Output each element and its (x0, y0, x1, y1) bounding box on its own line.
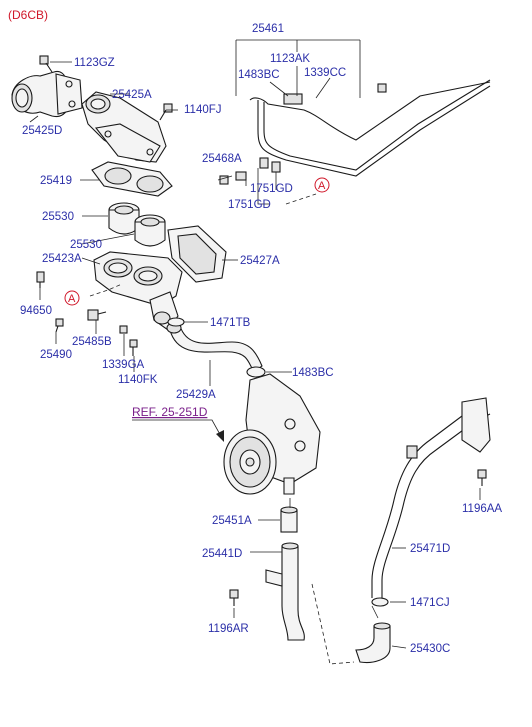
outlet-elbow-part (11, 70, 83, 118)
hose-25430c-part (355, 622, 391, 664)
label-1483bc: 1483BC (292, 367, 334, 379)
label-25471d: 25471D (410, 543, 450, 555)
label-25461: 25461 (252, 23, 284, 35)
pipe-25441d-part (265, 542, 305, 641)
label-25430c: 25430C (410, 643, 450, 655)
label-25425a: 25425A (112, 89, 152, 101)
label-25468a: 25468A (202, 153, 242, 165)
label-1471cj: 1471CJ (410, 597, 450, 609)
pipe-25451a-part (280, 506, 298, 533)
label-1483bc-top: 1483BC (238, 69, 280, 81)
bolt-1123gz-part (39, 55, 53, 73)
pipe-25471d-part (371, 397, 491, 598)
label-94650: 94650 (20, 305, 52, 317)
clamp-1483bc-part (246, 366, 266, 378)
water-pump-part (223, 373, 321, 495)
label-25490: 25490 (40, 349, 72, 361)
label-1339ga: 1339GA (102, 359, 145, 371)
engine-code-title: (D6CB) (8, 8, 48, 22)
clamp-1471cj-part (371, 597, 389, 607)
svg-text:A: A (68, 293, 76, 305)
bolt-25468a-part (219, 175, 229, 185)
gasket-25419-part (91, 161, 173, 197)
leader-lines (29, 39, 481, 665)
label-25427a: 25427A (240, 255, 280, 267)
clamp-1471tb-part (167, 317, 185, 327)
label-25425d: 25425D (22, 125, 62, 137)
label-25530-b: 25530 (70, 239, 102, 251)
label-25423a: 25423A (42, 253, 82, 265)
label-1123gz: 1123GZ (74, 57, 115, 69)
thermostat-25530-part (108, 202, 166, 247)
label-25530-a: 25530 (42, 211, 74, 223)
svg-text:A: A (318, 180, 326, 192)
circle-marker-a-left: A (64, 290, 80, 306)
label-1339cc: 1339CC (304, 67, 346, 79)
clip-1751gd-part (235, 171, 247, 181)
label-25485b: 25485B (72, 336, 112, 348)
label-25441d: 25441D (202, 548, 242, 560)
label-1140fk: 1140FK (118, 374, 158, 386)
reference-label: REF. 25-251D (132, 405, 208, 419)
label-25419: 25419 (40, 175, 72, 187)
label-1123ak: 1123AK (270, 53, 310, 65)
label-1196aa: 1196AA (462, 503, 502, 515)
label-1751gd-a: 1751GD (250, 183, 293, 195)
thermostat-housing-part (81, 91, 167, 163)
bolt-1196ar-part (229, 589, 239, 606)
label-1471tb: 1471TB (210, 317, 251, 329)
label-1140fj: 1140FJ (184, 104, 222, 116)
label-25451a: 25451A (212, 515, 252, 527)
circle-marker-a-right: A (314, 177, 330, 193)
label-25429a: 25429A (176, 389, 216, 401)
hose-25429a-part (166, 322, 263, 373)
label-1751gd-b: 1751GD (228, 199, 271, 211)
bolt-1140fj-part (159, 103, 173, 121)
label-1196ar: 1196AR (208, 623, 249, 635)
harness-25461-part (249, 79, 491, 177)
bolt-1196aa-part (477, 469, 487, 486)
housing-25423a-part (93, 251, 183, 331)
gasket-25427a-part (167, 225, 227, 283)
